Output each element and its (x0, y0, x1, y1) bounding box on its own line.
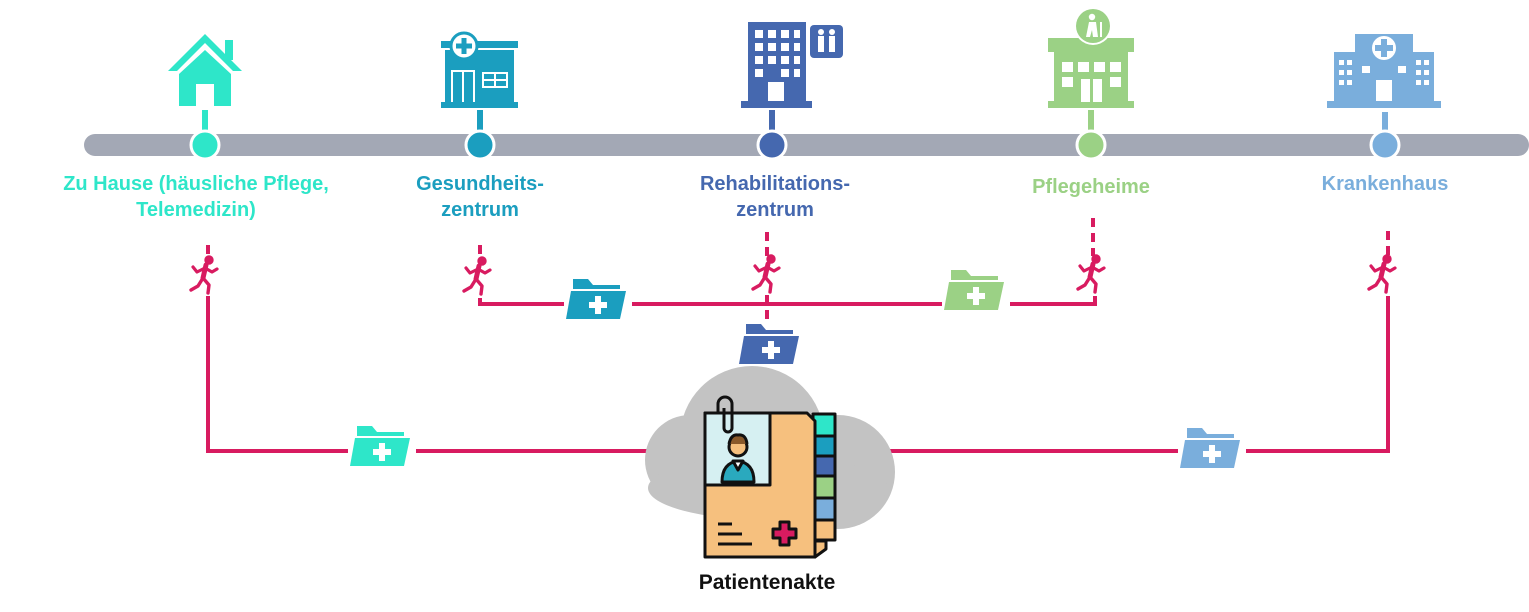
label-nursing: Pflegeheime (1032, 174, 1150, 200)
medical-record-folder-icon (703, 395, 837, 559)
folder-plus-icon (942, 266, 1010, 314)
patient-record-label: Patientenakte (698, 571, 836, 594)
label-line: Krankenhaus (1321, 173, 1449, 195)
hospital-pin-stem (1382, 112, 1388, 138)
label-line: Telemedizin) (136, 199, 256, 221)
folder-plus-icon (564, 275, 632, 323)
home-pin-stem (202, 110, 208, 136)
label-line: Pflegeheime (1032, 176, 1150, 198)
nursing-marker (1075, 129, 1107, 161)
care-timeline (84, 134, 1529, 156)
folder-plus-icon (348, 422, 416, 470)
label-hospital: Krankenhaus (1322, 171, 1449, 197)
folder-plus-icon (737, 320, 805, 368)
health_center-pin-stem (477, 110, 483, 136)
walking-person-icon (1078, 255, 1104, 292)
walking-person-icon (464, 257, 490, 294)
walking-person-icon (191, 256, 217, 293)
health_center-marker (464, 129, 496, 161)
rehab-building-icon (741, 22, 843, 108)
rehab-pin-stem (769, 110, 775, 136)
folder-plus-icon (1178, 424, 1246, 472)
timeline-markers (189, 110, 1401, 161)
nursing-home-icon (1048, 7, 1134, 108)
label-rehab: Rehabilitations-zentrum (700, 171, 850, 223)
house-icon (168, 34, 242, 106)
label-health-center: Gesundheits-zentrum (416, 171, 544, 223)
walking-person-icon (753, 255, 779, 292)
clinic-icon (441, 31, 518, 108)
nursing-pin-stem (1088, 110, 1094, 136)
label-line: zentrum (441, 199, 519, 221)
home-marker (189, 129, 221, 161)
hospital-marker (1369, 129, 1401, 161)
label-line: zentrum (736, 199, 814, 221)
walking-person-icon (1369, 255, 1395, 292)
label-line: Rehabilitations- (699, 173, 851, 195)
hospital-icon (1327, 34, 1441, 108)
rehab-marker (756, 129, 788, 161)
label-home: Zu Hause (häusliche Pflege, Telemedizin) (63, 171, 329, 223)
label-line: Zu Hause (häusliche Pflege, (63, 173, 329, 195)
label-line: Gesundheits- (416, 173, 544, 195)
